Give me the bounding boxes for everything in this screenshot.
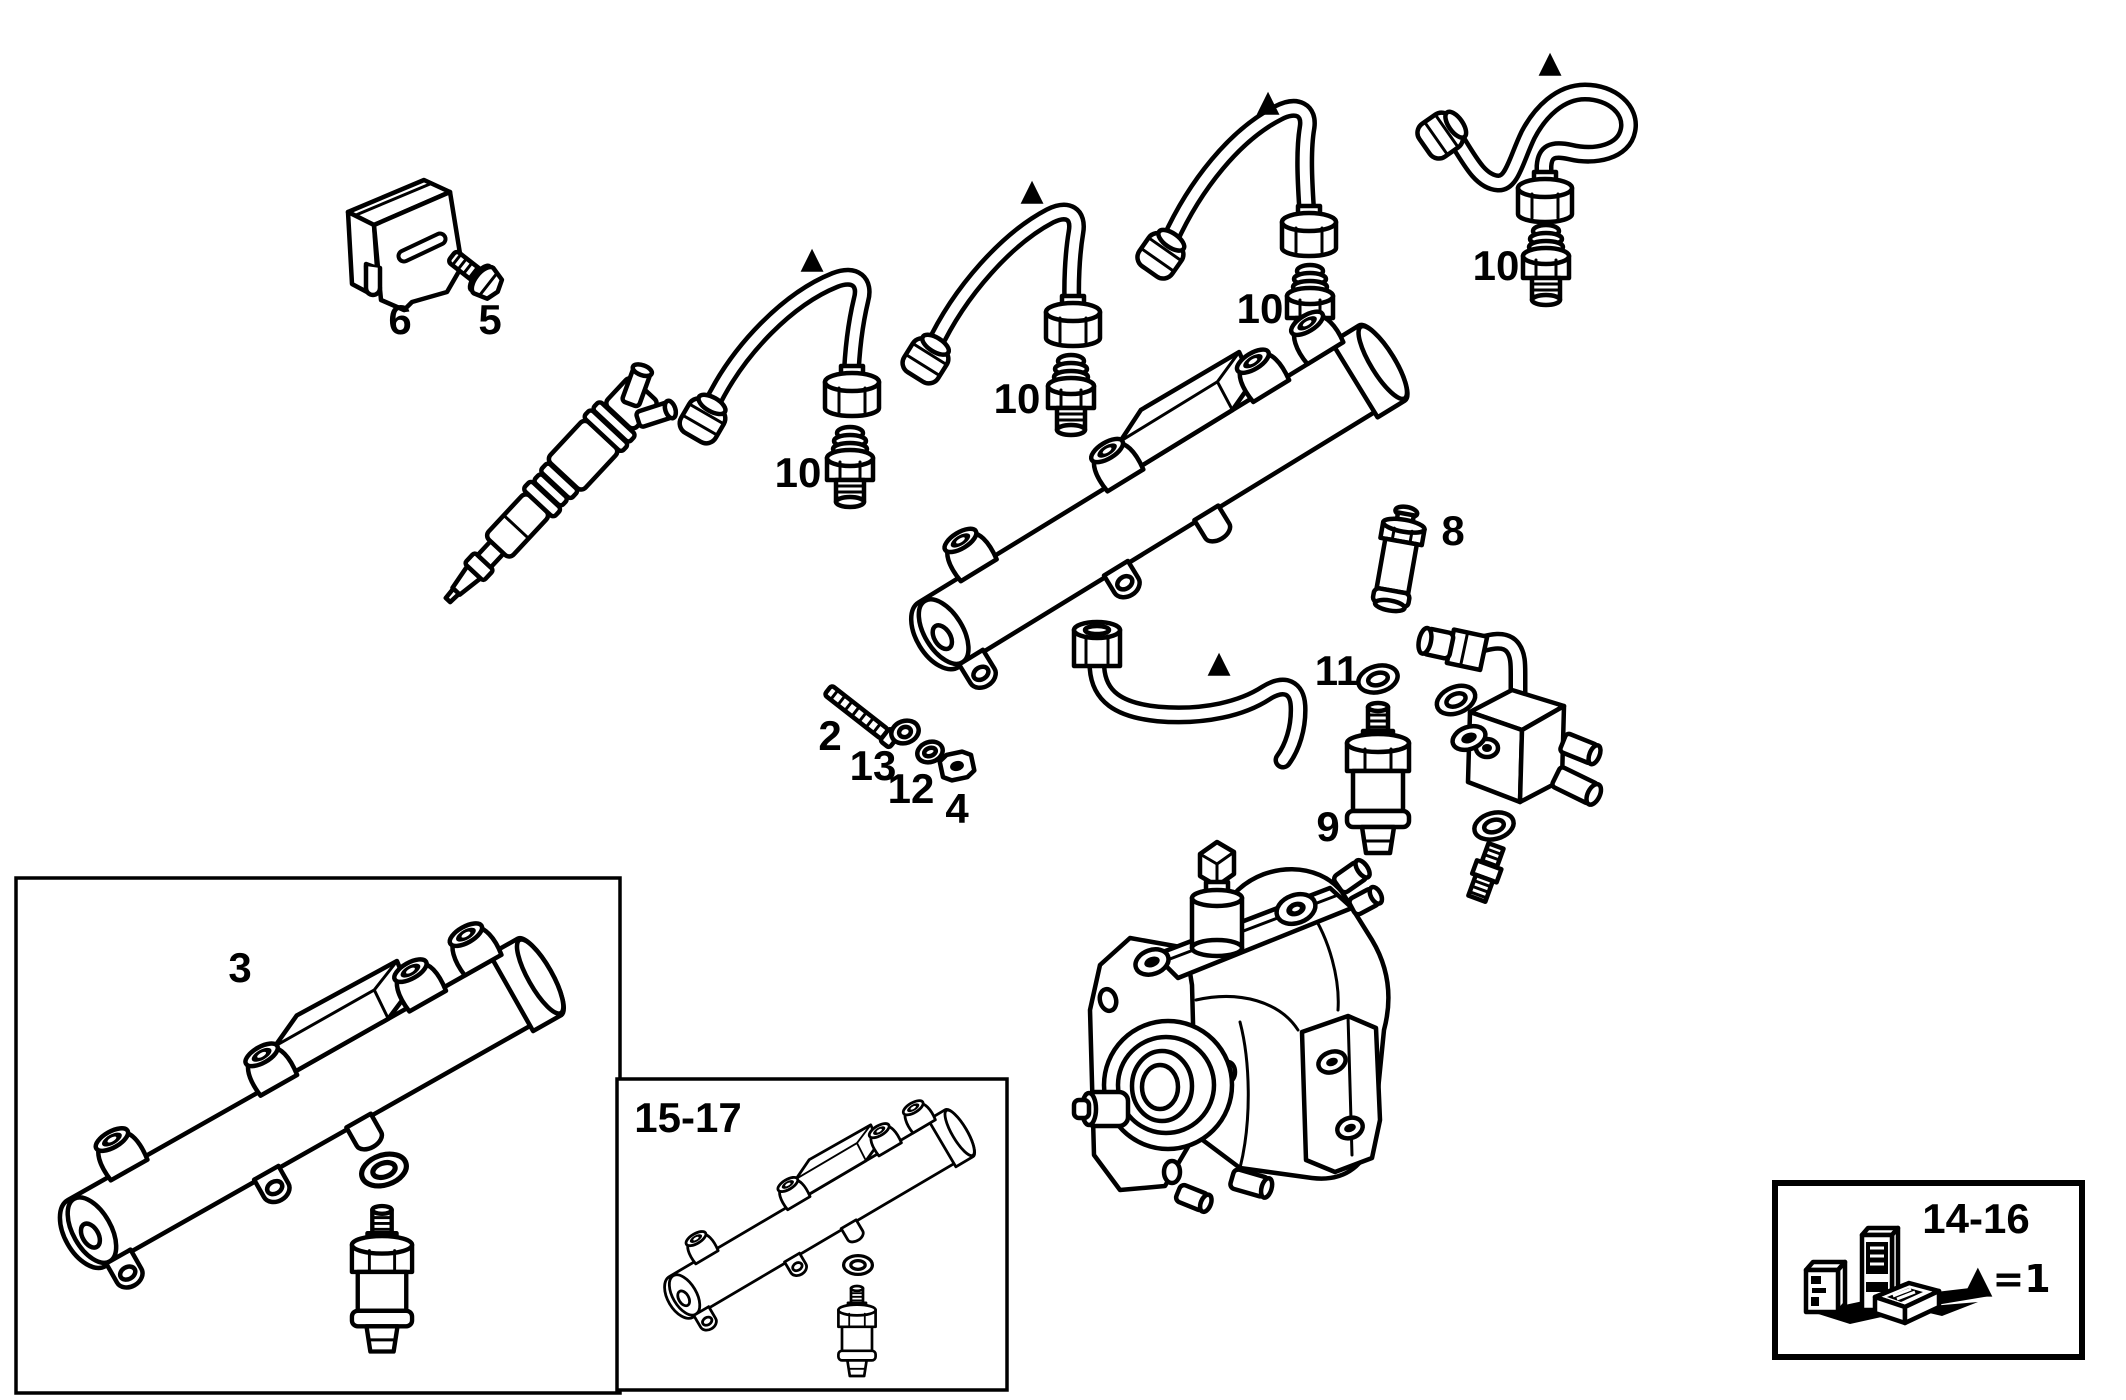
injection-pump [1071, 839, 1391, 1215]
callout-5: 5 [478, 296, 501, 343]
washer-12 [915, 739, 945, 765]
pipe4-marker-icon: ▲ [1538, 45, 1561, 80]
callout-3: 3 [228, 944, 251, 991]
injector-pipe-2 [898, 202, 1100, 387]
pressure-relief-valve [1370, 504, 1427, 614]
fuel-valve-block [1416, 625, 1604, 904]
washer-13 [889, 718, 921, 746]
legend-triangle-note: ▲=1 [1963, 1257, 2051, 1301]
callout-6: 6 [388, 296, 411, 343]
rail-pressure-sensor [1347, 703, 1409, 853]
rail-union-1 [827, 427, 873, 507]
seal-washer-11 [1355, 661, 1400, 696]
callout-10-4: 10 [1473, 242, 1520, 289]
rail-union-4 [1523, 225, 1569, 305]
injector-pipe-1 [676, 267, 879, 447]
inset-rail-assembly [25, 896, 584, 1352]
injector-pipe-4 [1413, 82, 1638, 222]
nut-4 [937, 749, 977, 783]
callout-15-17: 15-17 [634, 1094, 741, 1141]
banjo-fitting [1416, 625, 1490, 673]
callout-13: 13 [850, 742, 897, 789]
inset-kit-parcels [1803, 1225, 1990, 1326]
callout-9: 9 [1316, 803, 1339, 850]
pump-solenoid [1189, 839, 1245, 959]
block-stud [1466, 841, 1506, 904]
callout-12: 12 [888, 765, 935, 812]
callout-4: 4 [945, 785, 969, 832]
bracket-bolt [447, 249, 505, 301]
pipe3-marker-icon: ▲ [1256, 84, 1279, 119]
fuel-injector [443, 362, 679, 605]
mounting-bracket [345, 177, 465, 313]
pump-to-rail-pipe [1071, 619, 1308, 770]
pipe5-marker-icon: ▲ [1207, 645, 1230, 680]
callout-8: 8 [1441, 507, 1464, 554]
rail-union-2 [1048, 355, 1094, 435]
callout-10-3: 10 [1237, 285, 1284, 332]
callout-10-1: 10 [775, 449, 822, 496]
injector-pipe-3 [1133, 99, 1336, 282]
pipe1-marker-icon: ▲ [800, 241, 823, 276]
callout-10-2: 10 [994, 375, 1041, 422]
pipe2-marker-icon: ▲ [1020, 173, 1043, 208]
callout-2: 2 [818, 712, 841, 759]
common-rail [875, 283, 1429, 705]
callout-14-16: 14-16 [1922, 1195, 2029, 1242]
callout-11: 11 [1315, 647, 1359, 694]
